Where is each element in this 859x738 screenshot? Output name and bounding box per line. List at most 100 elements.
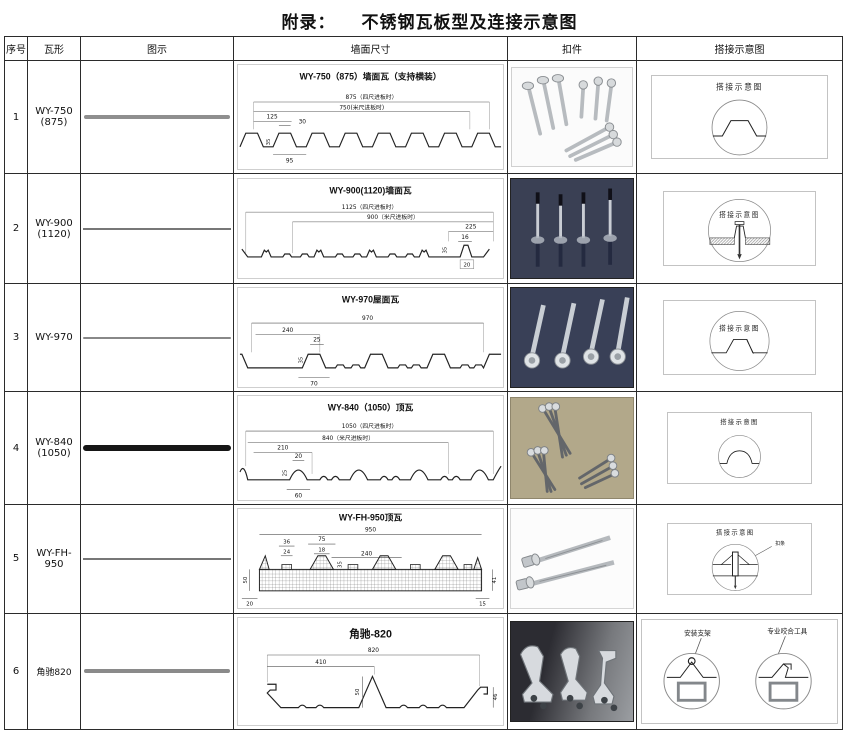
dimension-drawing-wyfh950: WY-FH-950顶瓦 950 75 18 36 24 240 35 50 20… bbox=[241, 513, 498, 607]
svg-text:50: 50 bbox=[355, 688, 361, 695]
tile-photo-white-ribbed bbox=[83, 227, 231, 230]
tile-shape-label: WY-FH-950 bbox=[27, 503, 81, 614]
tile-photo-silver-corrugated bbox=[84, 115, 230, 119]
table-row: 5 WY-FH-950 WY-FH-950顶瓦 950 75 18 36 24 … bbox=[4, 503, 843, 614]
svg-text:16: 16 bbox=[461, 235, 469, 241]
svg-text:搭接示意图: 搭接示意图 bbox=[719, 324, 760, 333]
svg-text:240: 240 bbox=[361, 551, 372, 557]
svg-text:WY-840（1050）顶瓦: WY-840（1050）顶瓦 bbox=[328, 403, 414, 413]
svg-text:46: 46 bbox=[493, 693, 499, 700]
fastener-photo-screws bbox=[511, 67, 633, 167]
svg-text:950: 950 bbox=[365, 527, 376, 533]
col-header-shape: 瓦形 bbox=[27, 36, 81, 61]
svg-text:搭接示意图: 搭接示意图 bbox=[716, 82, 763, 92]
title-main: 不锈钢瓦板型及连接示意图 bbox=[361, 13, 578, 32]
fastener-photo-long-screws bbox=[510, 397, 634, 499]
lap-joint-diagram: 搭接示意图 bbox=[709, 311, 770, 372]
svg-text:WY-FH-950顶瓦: WY-FH-950顶瓦 bbox=[339, 513, 402, 523]
svg-text:专业咬合工具: 专业咬合工具 bbox=[767, 626, 807, 635]
row-no: 2 bbox=[4, 173, 28, 284]
svg-text:WY-900(1120)墙面瓦: WY-900(1120)墙面瓦 bbox=[329, 184, 411, 195]
col-header-illustration: 图示 bbox=[80, 36, 234, 61]
svg-text:搭接示意图: 搭接示意图 bbox=[719, 210, 760, 219]
page-title: 附录： 不锈钢瓦板型及连接示意图 bbox=[0, 0, 859, 36]
lap-joint-diagram: 搭接示意图 bbox=[711, 82, 768, 156]
fastener-photo-clip-brackets bbox=[510, 620, 634, 722]
dimension-drawing-wy970: WY-970屋面瓦 970 240 25 35 70 bbox=[239, 295, 502, 387]
svg-text:扣条: 扣条 bbox=[775, 540, 785, 547]
svg-text:搭接示意图: 搭接示意图 bbox=[720, 417, 759, 426]
tile-profile-table: 序号 瓦形 图示 墙面尺寸 扣件 搭接示意图 1 WY-750 (875) WY… bbox=[4, 36, 843, 730]
svg-text:240: 240 bbox=[282, 328, 293, 334]
tile-shape-label: 角驰820 bbox=[27, 612, 81, 730]
tile-shape-label: WY-970 bbox=[27, 282, 81, 393]
table-row: 2 WY-900 (1120) WY-900(1120)墙面瓦 1125（四尺进… bbox=[4, 173, 843, 284]
svg-text:20: 20 bbox=[295, 454, 303, 460]
tile-photo-green-corrugated bbox=[83, 445, 231, 451]
tile-shape-label: WY-840 (1050) bbox=[27, 391, 81, 505]
svg-text:15: 15 bbox=[479, 601, 486, 607]
svg-text:75: 75 bbox=[318, 537, 326, 543]
title-prefix: 附录： bbox=[281, 13, 336, 32]
svg-text:18: 18 bbox=[318, 547, 325, 553]
fastener-photo-self-drilling-screws bbox=[510, 508, 634, 610]
svg-text:70: 70 bbox=[310, 381, 318, 387]
lap-joint-diagram: 搭接示意图 扣条 bbox=[711, 527, 785, 591]
col-header-overlap: 搭接示意图 bbox=[636, 36, 843, 61]
svg-text:WY-750（875）墙面瓦（支持横装）: WY-750（875）墙面瓦（支持横装） bbox=[300, 71, 442, 82]
table-row: 3 WY-970 WY-970屋面瓦 970 240 25 35 70 bbox=[4, 282, 843, 393]
svg-text:24: 24 bbox=[283, 549, 290, 555]
row-no: 6 bbox=[4, 612, 28, 730]
svg-text:角驰-820: 角驰-820 bbox=[349, 627, 392, 640]
svg-text:410: 410 bbox=[315, 659, 326, 665]
table-row: 6 角驰820 角驰-820 820 410 50 46 bbox=[4, 612, 843, 730]
col-header-dimensions: 墙面尺寸 bbox=[233, 36, 508, 61]
svg-text:WY-970屋面瓦: WY-970屋面瓦 bbox=[342, 295, 400, 305]
svg-text:50: 50 bbox=[243, 576, 249, 583]
svg-text:95: 95 bbox=[286, 159, 294, 165]
tile-photo-sandwich-panel bbox=[83, 557, 231, 560]
svg-text:225: 225 bbox=[465, 225, 476, 231]
svg-text:1125（四尺进板时）: 1125（四尺进板时） bbox=[342, 203, 398, 211]
lap-joint-diagram-seaming: 安装支架 专业咬合工具 bbox=[663, 626, 812, 709]
svg-text:840（米尺进板时）: 840（米尺进板时） bbox=[322, 434, 374, 442]
svg-text:210: 210 bbox=[277, 446, 288, 452]
row-no: 5 bbox=[4, 503, 28, 614]
svg-text:35: 35 bbox=[266, 139, 272, 146]
row-no: 3 bbox=[4, 282, 28, 393]
dimension-drawing-wy750: WY-750（875）墙面瓦（支持横装） 875（四尺进板时） 750(米尺进板… bbox=[239, 71, 502, 165]
fastener-photo-dark-screws bbox=[510, 177, 634, 280]
svg-text:875（四尺进板时）: 875（四尺进板时） bbox=[346, 93, 398, 101]
svg-text:安装支架: 安装支架 bbox=[684, 628, 711, 637]
svg-text:750(米尺进板时): 750(米尺进板时) bbox=[339, 104, 384, 112]
table-row: 4 WY-840 (1050) WY-840（1050）顶瓦 1050（四尺进板… bbox=[4, 391, 843, 505]
svg-text:35: 35 bbox=[337, 561, 343, 568]
header-row: 序号 瓦形 图示 墙面尺寸 扣件 搭接示意图 bbox=[4, 36, 843, 61]
col-header-fastener: 扣件 bbox=[507, 36, 637, 61]
dimension-drawing-wy840: WY-840（1050）顶瓦 1050（四尺进板时） 840（米尺进板时） 21… bbox=[239, 403, 502, 500]
svg-text:20: 20 bbox=[464, 262, 471, 268]
tile-shape-label: WY-900 (1120) bbox=[27, 173, 81, 284]
fastener-photo-hex-screws bbox=[510, 287, 634, 389]
lap-joint-diagram: 搭接示意图 bbox=[708, 199, 771, 263]
svg-text:41: 41 bbox=[492, 577, 498, 584]
svg-text:25: 25 bbox=[283, 470, 289, 477]
svg-text:搭接示意图: 搭接示意图 bbox=[716, 527, 755, 536]
dimension-drawing-jc820: 角驰-820 820 410 50 46 bbox=[266, 627, 499, 708]
table-row: 1 WY-750 (875) WY-750（875）墙面瓦（支持横装） 875（… bbox=[4, 60, 843, 174]
tile-photo-blue-standing-seam bbox=[84, 669, 230, 674]
col-header-no: 序号 bbox=[4, 36, 28, 61]
row-no: 1 bbox=[4, 60, 28, 174]
lap-joint-diagram: 搭接示意图 bbox=[718, 417, 761, 478]
svg-text:1050（四尺进板时）: 1050（四尺进板时） bbox=[342, 423, 398, 431]
tile-shape-label: WY-750 (875) bbox=[27, 60, 81, 174]
svg-text:125: 125 bbox=[267, 115, 278, 121]
svg-text:820: 820 bbox=[368, 648, 379, 654]
svg-text:60: 60 bbox=[295, 494, 303, 500]
tile-photo-white-roof-sheet bbox=[83, 336, 231, 339]
svg-text:35: 35 bbox=[298, 357, 304, 364]
svg-text:25: 25 bbox=[313, 338, 321, 344]
svg-text:30: 30 bbox=[299, 120, 307, 126]
svg-text:970: 970 bbox=[362, 316, 373, 322]
dimension-drawing-wy900: WY-900(1120)墙面瓦 1125（四尺进板时） 900（米尺进板时） 2… bbox=[241, 184, 494, 269]
